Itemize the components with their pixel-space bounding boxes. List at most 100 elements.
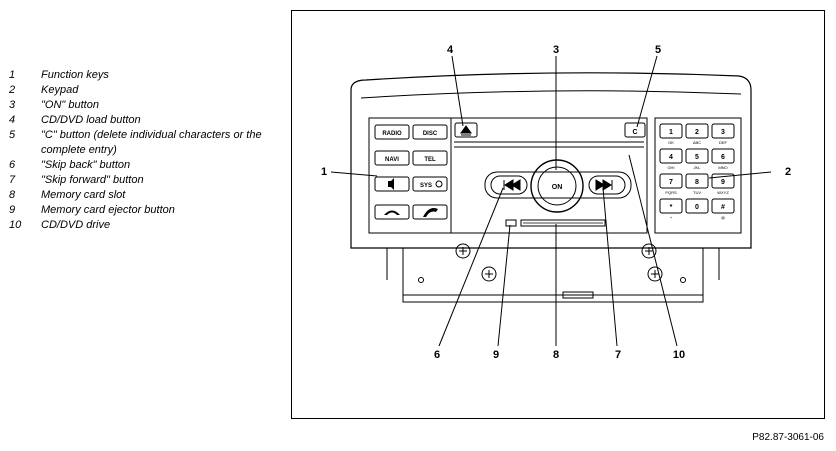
cd-load-button[interactable]: [454, 122, 478, 138]
bezel-outline: [350, 72, 752, 249]
keypad: 1OK2ABC3DEF4GHI5JKL6MNO7PQRS8TUV9WXYZ*+0…: [659, 123, 735, 220]
legend-number: 2: [9, 84, 16, 96]
keypad-key-sublabel: DEF: [719, 140, 728, 145]
keypad-key[interactable]: #@: [711, 198, 735, 220]
callout-8: 8: [553, 349, 559, 361]
callout-7: 7: [615, 349, 621, 361]
callout-3: 3: [553, 44, 559, 56]
chassis-tab: [562, 291, 594, 299]
figure-reference: P82.87-3061-06: [752, 432, 824, 443]
c-button[interactable]: C: [624, 122, 646, 138]
legend-text: "C" button (delete individual characters…: [41, 129, 262, 156]
keypad-key-label: 3: [721, 129, 725, 136]
tel-button[interactable]: TEL: [412, 150, 448, 166]
keypad-key-sublabel: ABC: [693, 140, 701, 145]
legend-number: 5: [9, 129, 16, 141]
callout-6: 6: [434, 349, 440, 361]
skip-forward-button[interactable]: [588, 175, 626, 195]
keypad-key-label: 8: [695, 179, 699, 186]
legend-number: 6: [9, 159, 16, 171]
bezel-inner-top: [360, 90, 742, 99]
radio-button[interactable]: RADIO: [374, 124, 410, 140]
mounting-screw: [481, 266, 497, 282]
legend-item: 5 "C" button (delete individual character…: [9, 128, 279, 158]
legend-number: 1: [9, 69, 16, 81]
keypad-key-label: 4: [669, 154, 673, 161]
mounting-screw: [641, 243, 657, 259]
callout-9: 9: [493, 349, 499, 361]
legend-number: 4: [9, 114, 16, 126]
head-unit-diagram: RADIO DISC NAVI TEL SYS C: [321, 44, 791, 361]
legend-number: 10: [9, 219, 22, 231]
keypad-key-sublabel: GHI: [667, 165, 674, 170]
legend-text: "ON" button: [41, 99, 99, 111]
figure-frame: [291, 10, 825, 419]
legend-item: 2 Keypad: [9, 83, 279, 98]
keypad-key[interactable]: *+: [659, 198, 683, 220]
keypad-key[interactable]: 0: [685, 198, 709, 214]
legend-text: Memory card ejector button: [41, 204, 175, 216]
legend-text: "Skip back" button: [41, 159, 131, 171]
keypad-key-label: *: [670, 204, 673, 211]
memory-card-ejector-button[interactable]: [505, 219, 517, 227]
keypad-key-sublabel: WXYZ: [717, 190, 729, 195]
callout-2: 2: [785, 166, 791, 178]
legend-item: 7"Skip forward" button: [9, 173, 279, 188]
keypad-key-sublabel: OK: [668, 140, 674, 145]
legend-text: Function keys: [41, 69, 109, 81]
sys-label: SYS: [420, 183, 432, 189]
memory-card-slot: [520, 219, 606, 227]
sys-button[interactable]: SYS: [412, 176, 448, 192]
legend-number: 7: [9, 174, 16, 186]
call-accept-button[interactable]: [374, 204, 410, 220]
speaker-icon: [388, 178, 394, 190]
c-label: C: [632, 129, 637, 136]
skip-back-button[interactable]: [490, 175, 528, 195]
navi-button[interactable]: NAVI: [374, 150, 410, 166]
keypad-key[interactable]: 1OK: [659, 123, 683, 145]
keypad-key-label: #: [721, 204, 725, 211]
on-button[interactable]: ON: [530, 159, 584, 213]
disc-button[interactable]: DISC: [412, 124, 448, 140]
keypad-panel: [654, 117, 742, 234]
callout-1: 1: [321, 166, 327, 178]
chassis-body: [402, 248, 704, 303]
mounting-hole: [680, 277, 686, 283]
callout-4: 4: [447, 44, 454, 56]
skip-back-icon: [503, 179, 521, 191]
keypad-key-label: 7: [669, 179, 673, 186]
navi-label: NAVI: [385, 157, 399, 163]
legend-text: Keypad: [41, 84, 79, 96]
keypad-key-label: 5: [695, 154, 699, 161]
keypad-key-sublabel: JKL: [694, 165, 702, 170]
phone-end-icon: [423, 208, 438, 217]
call-end-button[interactable]: [412, 204, 448, 220]
centre-panel: [450, 117, 648, 234]
callout-10: 10: [673, 349, 685, 361]
keypad-key-sublabel: @: [721, 215, 725, 220]
keypad-key-sublabel: MNO: [718, 165, 727, 170]
keypad-key-label: 6: [721, 154, 725, 161]
function-key-panel: [368, 117, 452, 234]
keypad-key-label: 1: [669, 129, 673, 136]
skip-button-bar: [484, 171, 632, 199]
audio-button[interactable]: [374, 176, 410, 192]
keypad-key-sublabel: TUV: [693, 190, 701, 195]
legend-number: 8: [9, 189, 16, 201]
keypad-key-label: 0: [695, 204, 699, 211]
callout-5: 5: [655, 44, 661, 56]
keypad-key-label: 9: [721, 179, 725, 186]
